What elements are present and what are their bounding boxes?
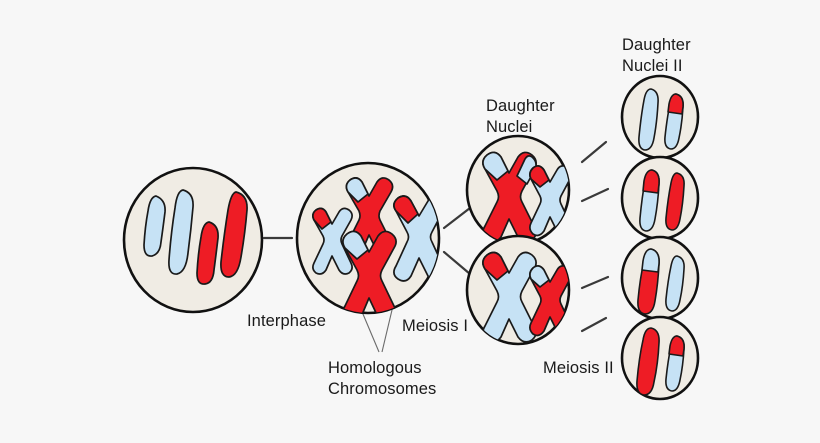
label-interphase: Interphase xyxy=(247,312,326,330)
chromosome-x-m1-left xyxy=(312,207,353,275)
connector-daughter-1-to-nucleus-ii-2 xyxy=(580,187,610,203)
stage-interphase[interactable] xyxy=(122,166,264,314)
label-daughter-nuclei: Daughter Nuclei xyxy=(486,97,555,137)
chromosome-x-d2-small xyxy=(529,265,569,337)
chromosome-blue-1 xyxy=(143,195,166,257)
label-daughter-nuclei-ii: Daughter Nuclei II xyxy=(622,36,691,76)
chromosome-red-2 xyxy=(220,191,248,278)
stage-daughter-nucleus-ii-4[interactable] xyxy=(620,315,700,401)
chromatid-n1-left xyxy=(638,88,659,151)
cell-membrane-nucleus-ii-1 xyxy=(620,74,700,160)
connector-meiosis-i-to-daughter-2 xyxy=(442,250,472,276)
cell-membrane-nucleus-ii-4 xyxy=(620,315,700,401)
chromosome-blue-2 xyxy=(168,189,194,275)
chromatid-n3-right xyxy=(665,255,685,312)
chromatid-n4-right xyxy=(665,335,685,392)
chromosome-x-d1-small xyxy=(529,165,569,237)
label-homologous-chromosomes: Homologous Chromosomes xyxy=(328,359,437,399)
chromosome-x-d2-large xyxy=(482,251,537,343)
chromatid-n4-left xyxy=(636,327,660,396)
label-meiosis-ii: Meiosis II xyxy=(543,359,614,377)
stage-daughter-nucleus-ii-1[interactable] xyxy=(620,74,700,160)
stage-daughter-nucleus-ii-3[interactable] xyxy=(620,235,700,321)
chromosome-red-1 xyxy=(196,221,219,285)
chromatid-n2-right xyxy=(665,172,685,231)
label-meiosis-i: Meiosis I xyxy=(402,317,468,335)
cell-membrane-nucleus-ii-2 xyxy=(620,155,700,241)
chromatid-n3-left xyxy=(637,248,660,315)
cell-membrane-nucleus-ii-3 xyxy=(620,235,700,321)
chromatid-n1-right xyxy=(664,93,684,150)
stage-daughter-nucleus-2[interactable] xyxy=(465,234,571,346)
chromatid-n2-left xyxy=(639,169,660,232)
stage-daughter-nucleus-ii-2[interactable] xyxy=(620,155,700,241)
connector-daughter-2-to-nucleus-ii-4 xyxy=(580,316,608,333)
stage-daughter-nucleus-1[interactable] xyxy=(465,134,571,246)
connector-group xyxy=(262,140,610,333)
connector-daughter-1-to-nucleus-ii-1 xyxy=(580,140,608,164)
chromosome-x-m1-bottom xyxy=(342,230,397,313)
connector-meiosis-i-to-daughter-1 xyxy=(442,206,472,230)
connector-daughter-2-to-nucleus-ii-3 xyxy=(580,275,610,290)
chromosome-x-d1-large xyxy=(482,151,537,243)
